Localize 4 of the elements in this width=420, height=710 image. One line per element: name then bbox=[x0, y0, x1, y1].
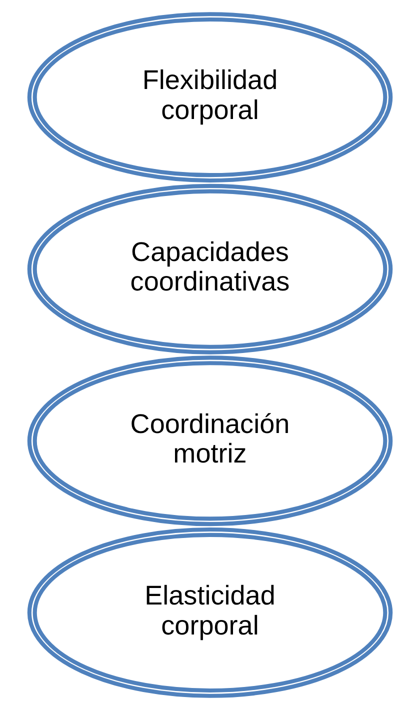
node-ellipse: Coordinación motriz bbox=[27, 356, 393, 526]
node-ellipse: Elasticidad corporal bbox=[27, 527, 393, 698]
node-ellipse: Capacidades coordinativas bbox=[27, 184, 393, 354]
node-ellipse: Flexibilidad corporal bbox=[27, 12, 393, 183]
